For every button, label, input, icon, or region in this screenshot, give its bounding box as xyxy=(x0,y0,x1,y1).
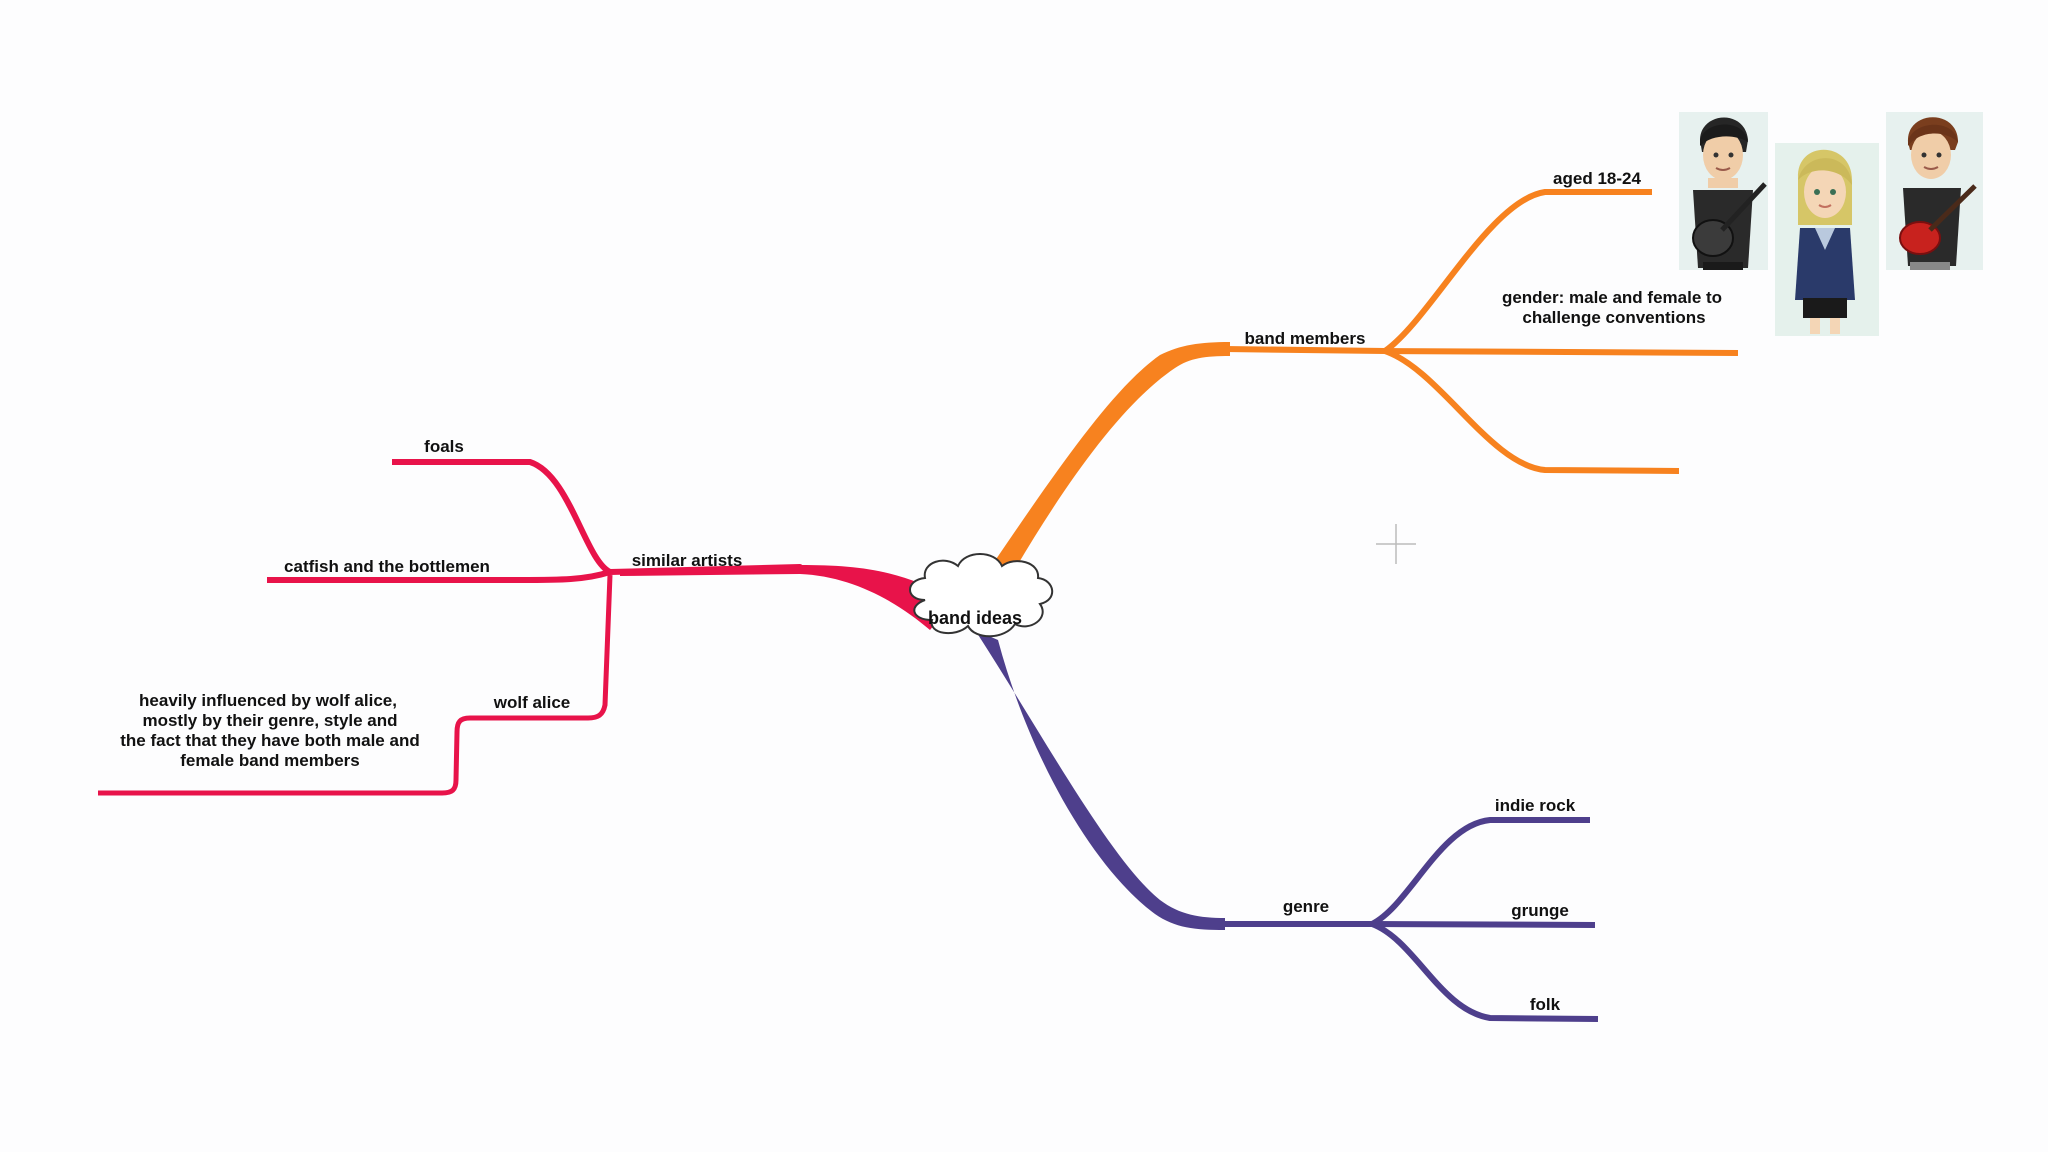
foals-label[interactable]: foals xyxy=(424,437,464,456)
central-topic-label: band ideas xyxy=(928,608,1022,628)
note-line: heavily influenced by wolf alice, xyxy=(139,691,397,710)
note-line: female band members xyxy=(180,751,360,770)
aged-label[interactable]: aged 18-24 xyxy=(1553,169,1641,188)
catfish-label[interactable]: catfish and the bottlemen xyxy=(284,557,490,576)
note-line: mostly by their genre, style and xyxy=(142,711,397,730)
wolf-alice-label[interactable]: wolf alice xyxy=(493,693,571,712)
grunge-label[interactable]: grunge xyxy=(1511,901,1569,920)
note-line: the fact that they have both male and xyxy=(120,731,419,750)
grunge-connector xyxy=(1372,924,1595,925)
similar-artists-label[interactable]: similar artists xyxy=(632,551,743,570)
central-topic[interactable]: band ideas xyxy=(910,554,1052,636)
genre-label[interactable]: genre xyxy=(1283,897,1329,916)
gender-label-line[interactable]: challenge conventions xyxy=(1522,308,1705,327)
gender-label-line[interactable]: gender: male and female to xyxy=(1502,288,1722,307)
female-blonde-avatar[interactable] xyxy=(1775,143,1879,336)
band-members-label[interactable]: band members xyxy=(1245,329,1366,348)
indie-rock-label[interactable]: indie rock xyxy=(1495,796,1576,815)
gender-connector xyxy=(1385,351,1738,353)
male-guitarist-red-guitar-avatar[interactable] xyxy=(1886,112,1983,270)
male-guitarist-dark-hair-avatar[interactable] xyxy=(1679,112,1768,270)
folk-label[interactable]: folk xyxy=(1530,995,1561,1014)
